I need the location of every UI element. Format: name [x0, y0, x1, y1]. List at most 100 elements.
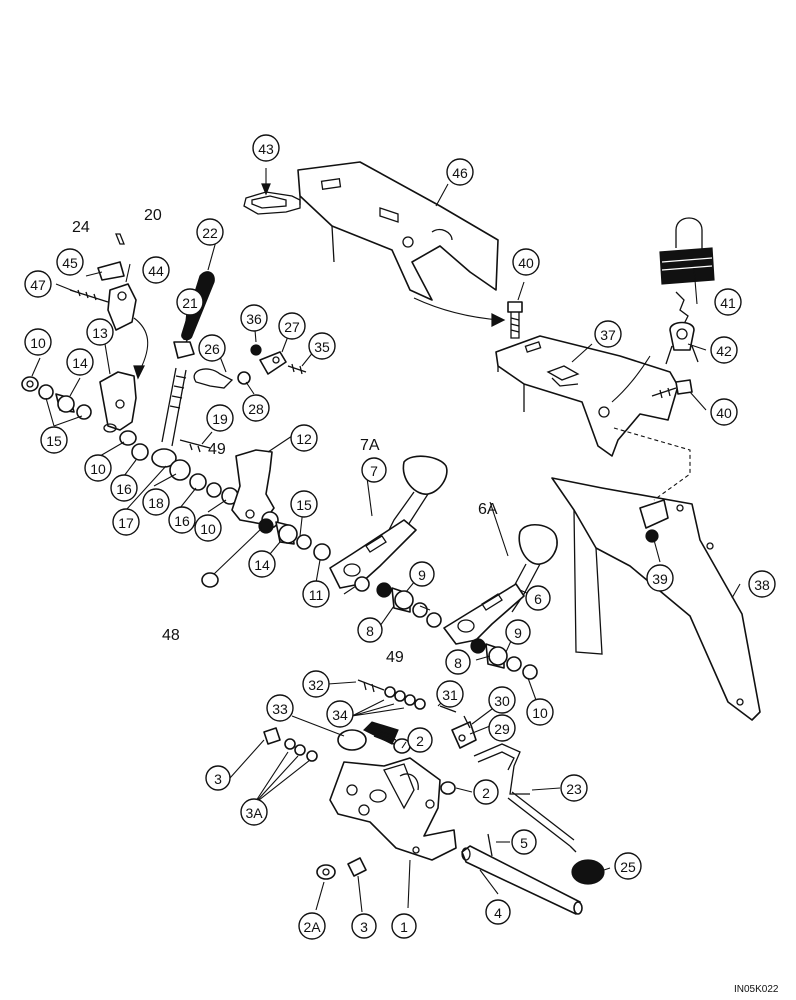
callout-40b: 40: [710, 398, 738, 426]
arrowhead: [491, 313, 506, 327]
callout-circle: [407, 727, 433, 753]
callout-circle: [242, 394, 270, 422]
callout-22: 22: [196, 218, 224, 246]
callout-47: 47: [24, 270, 52, 298]
callout-circle: [240, 304, 268, 332]
callout-46: 46: [446, 158, 474, 186]
callout-number: 40: [518, 255, 534, 271]
callout-number: 8: [454, 655, 462, 671]
callout-circle: [446, 158, 474, 186]
callout-circle: [488, 686, 516, 714]
callout-number: 11: [309, 587, 324, 603]
callout-number: 3: [360, 919, 368, 935]
callout-number: 39: [652, 571, 668, 587]
callout-circle: [302, 670, 330, 698]
callout-circle: [176, 288, 204, 316]
callout-16b: 16: [168, 506, 196, 534]
callout-circle: [278, 312, 306, 340]
callout-4: 4: [485, 899, 511, 925]
callout-43: 43: [252, 134, 280, 162]
callout-circle: [205, 765, 231, 791]
callout-circle: [168, 506, 196, 534]
callout-17: 17: [112, 508, 140, 536]
lever-bracket: [231, 449, 279, 529]
callout-13: 13: [86, 318, 114, 346]
clevis-assembly: [179, 344, 307, 453]
callout-circle: [748, 570, 776, 598]
callout-44: 44: [142, 256, 170, 284]
callout-23: 23: [560, 774, 588, 802]
callout-circle: [142, 488, 170, 516]
callout-circle: [445, 649, 471, 675]
callout-number: 5: [520, 835, 528, 851]
shaft: [461, 845, 583, 915]
callout-number: 10: [532, 705, 548, 721]
callout-circle: [142, 256, 170, 284]
label-48: 48: [162, 627, 180, 644]
callout-circle: [290, 490, 318, 518]
callout-number: 8: [366, 623, 374, 639]
callout-circle: [112, 508, 140, 536]
callout-number: 3A: [245, 805, 263, 821]
callout-number: 15: [296, 497, 312, 513]
callout-circle: [361, 457, 387, 483]
callout-number: 2A: [303, 919, 321, 935]
shift-rod: [473, 743, 577, 853]
callout-circle: [206, 404, 234, 432]
callout-circle: [511, 829, 537, 855]
callout-35: 35: [308, 332, 336, 360]
callout-10d: 10: [526, 698, 554, 726]
lever-washers: [354, 576, 538, 680]
callout-number: 37: [600, 327, 616, 343]
bolt-upper: [507, 301, 523, 339]
callout-33: 33: [266, 694, 294, 722]
callout-circle: [473, 779, 499, 805]
callout-41: 41: [714, 288, 742, 316]
callout-circle: [66, 348, 94, 376]
callout-circle: [436, 680, 464, 708]
label-49-lower: 49: [386, 649, 404, 666]
callout-37: 37: [594, 320, 622, 348]
pin-clip: [439, 705, 477, 749]
callout-circle: [248, 550, 276, 578]
callout-number: 1: [400, 919, 408, 935]
callout-32: 32: [302, 670, 330, 698]
callout-circle: [252, 134, 280, 162]
callout-number: 13: [92, 325, 108, 341]
callout-circle: [710, 398, 738, 426]
callout-circle: [488, 714, 516, 742]
callout-number: 32: [308, 677, 324, 693]
callout-26: 26: [198, 334, 226, 362]
callout-circle: [512, 248, 540, 276]
callout-circle: [40, 426, 68, 454]
spring-bolt-assembly: [337, 679, 426, 754]
callout-number: 46: [452, 165, 468, 181]
callout-number: 14: [72, 355, 88, 371]
bolt-right: [651, 379, 693, 399]
callout-number: 36: [246, 311, 262, 327]
callout-number: 29: [494, 721, 510, 737]
callout-number: 14: [254, 557, 270, 573]
callout-29: 29: [488, 714, 516, 742]
callout-number: 26: [204, 341, 220, 357]
lower-bracket-plate: [495, 335, 679, 457]
callout-circle: [24, 328, 52, 356]
callout-number: 10: [200, 521, 216, 537]
callout-11: 11: [302, 580, 330, 608]
callout-36: 36: [240, 304, 268, 332]
callout-circle: [266, 694, 294, 722]
callout-circle: [525, 585, 551, 611]
callout-number: 9: [418, 567, 426, 583]
upper-left-bracket: [69, 233, 149, 380]
callout-number: 23: [566, 781, 582, 797]
nut-2: [440, 781, 456, 795]
callout-number: 42: [716, 343, 732, 359]
callout-circle: [298, 912, 326, 940]
callout-number: 7: [370, 463, 378, 479]
callout-14b: 14: [248, 550, 276, 578]
callout-number: 25: [620, 859, 636, 875]
callout-15a: 15: [40, 426, 68, 454]
callout-circle: [710, 336, 738, 364]
callout-group: 4346403741424038392221444547131014151016…: [24, 134, 776, 940]
